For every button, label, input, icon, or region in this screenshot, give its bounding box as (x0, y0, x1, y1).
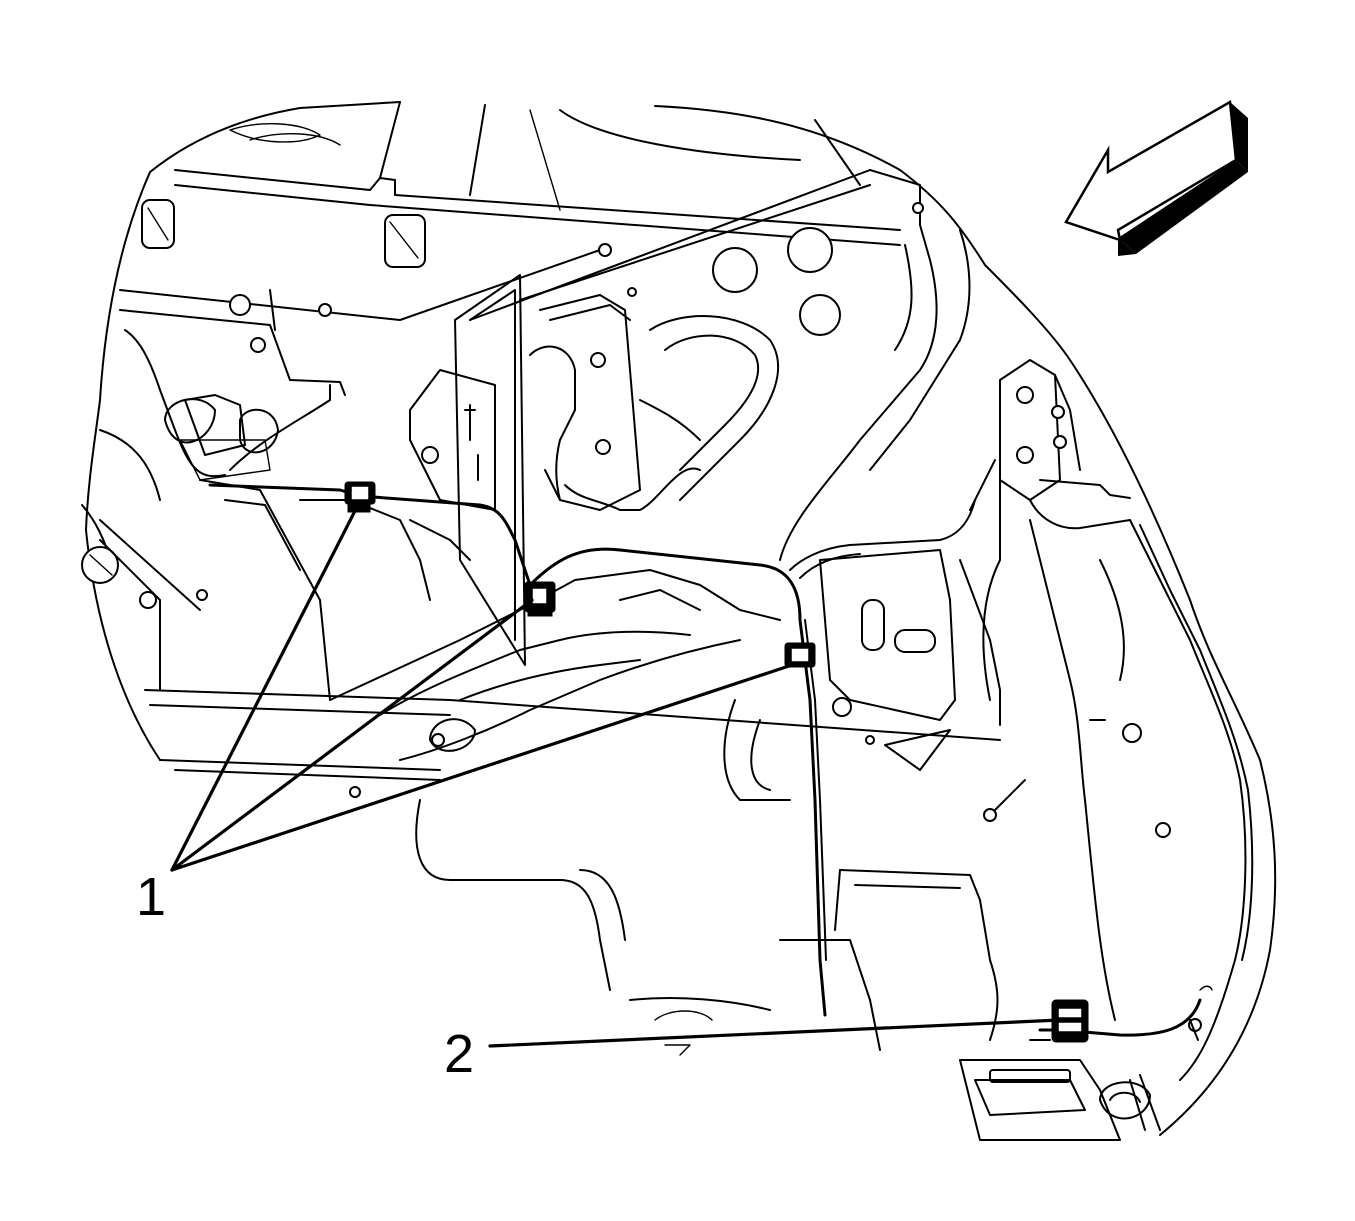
front-direction-arrow-icon (1064, 99, 1248, 256)
callout-1-label: 1 (136, 867, 166, 927)
brake-line-clip-1b (524, 581, 556, 617)
brake-line-clip-1a (344, 481, 376, 513)
brake-line-clip-1c (784, 642, 816, 668)
brake-line-clip-2 (1051, 999, 1089, 1043)
callout-leader-lines (170, 503, 1062, 1048)
callout-2-label: 2 (444, 1024, 474, 1084)
vehicle-underbody-linework (81, 101, 1277, 1141)
